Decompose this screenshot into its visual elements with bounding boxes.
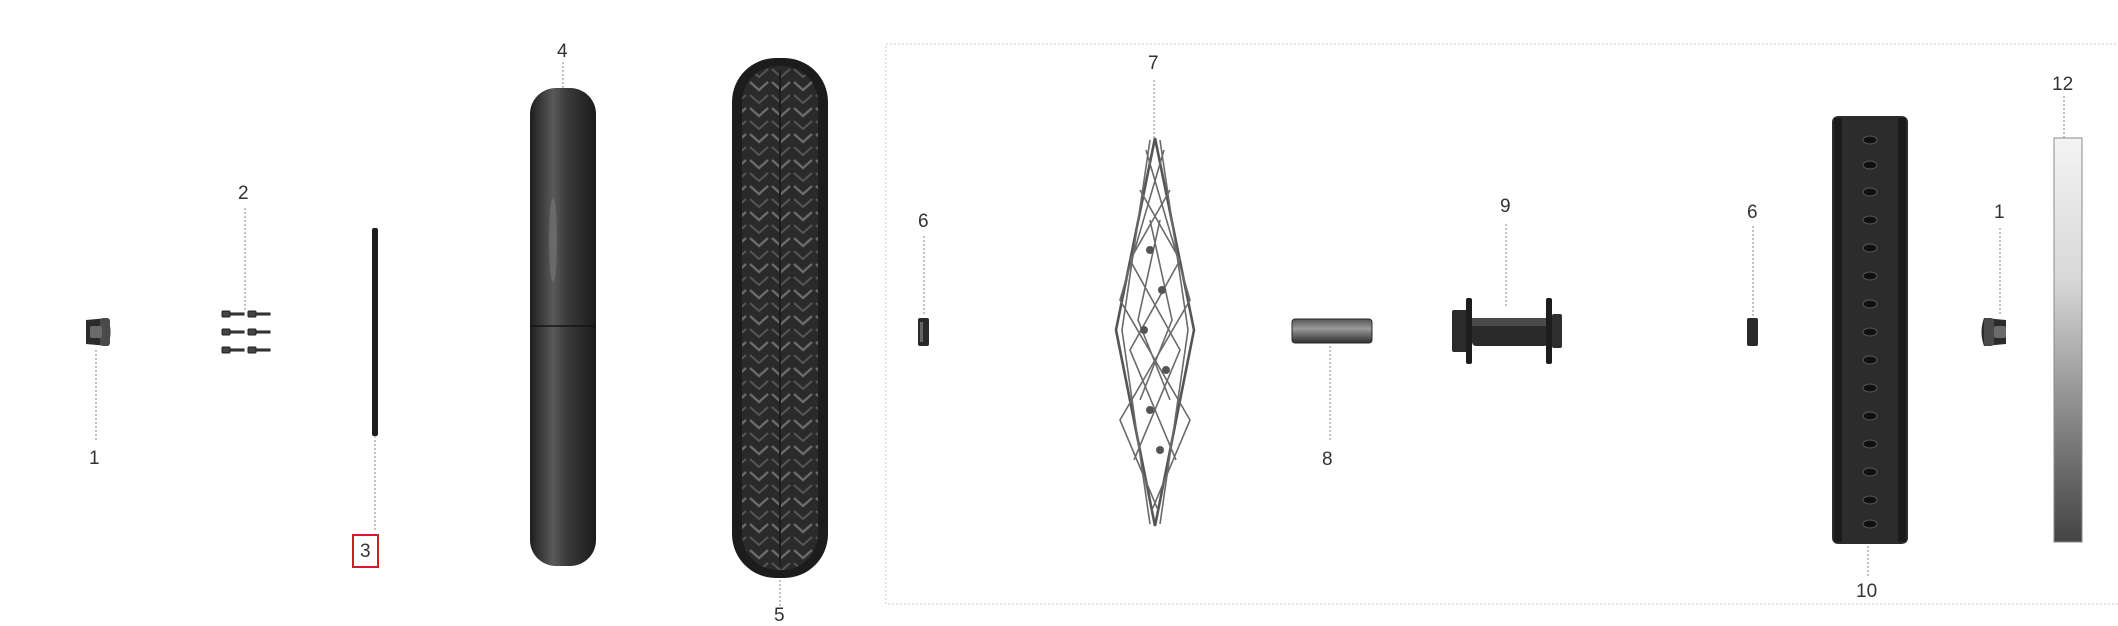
leader-lines [95, 62, 2065, 606]
inner-tube [530, 88, 596, 566]
callout-7[interactable]: 7 [1148, 53, 1159, 74]
callout-1-left[interactable]: 1 [89, 448, 100, 469]
bolt-set [221, 310, 271, 354]
rim [1832, 116, 1908, 544]
bearing-left [918, 318, 929, 346]
axle-rod [372, 228, 378, 436]
callout-10[interactable]: 10 [1856, 581, 1878, 602]
callout-6-right[interactable]: 6 [1747, 202, 1758, 223]
tire [732, 58, 828, 578]
hub-cap-right [1981, 318, 2006, 346]
callout-6-left[interactable]: 6 [918, 211, 929, 232]
hub [1452, 298, 1562, 364]
assembly-frame [885, 43, 2118, 605]
bearing-right [1747, 318, 1758, 346]
spokes [1114, 137, 1196, 527]
hub-cap-left [86, 318, 111, 346]
callout-9[interactable]: 9 [1500, 196, 1511, 217]
callout-8[interactable]: 8 [1322, 449, 1333, 470]
rim-tape [2053, 137, 2083, 543]
callout-5[interactable]: 5 [774, 605, 785, 626]
bearing-left-highlight [920, 322, 923, 342]
axle-sleeve [1291, 318, 1373, 344]
spoke-nipples [1140, 246, 1170, 454]
callout-4[interactable]: 4 [557, 41, 568, 62]
callout-12[interactable]: 12 [2052, 74, 2074, 95]
callout-3-selected[interactable]: 3 [352, 534, 379, 568]
callout-1-right[interactable]: 1 [1994, 202, 2005, 223]
callout-2[interactable]: 2 [238, 183, 249, 204]
